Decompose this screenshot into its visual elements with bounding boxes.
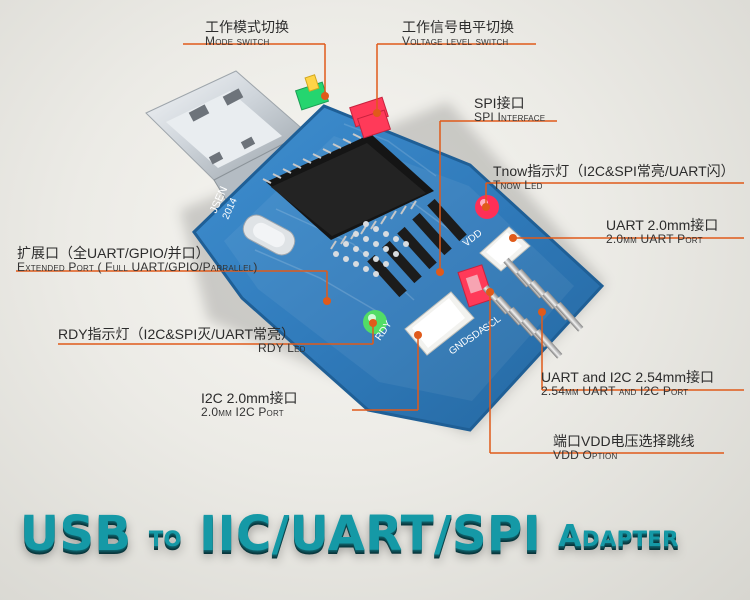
- extended-port-label: 扩展口（全UART/GPIO/并口） Extended Port ( Full …: [17, 245, 258, 275]
- uart-2mm-zh: UART 2.0mm接口: [606, 217, 719, 233]
- spi-header: [367, 198, 467, 298]
- spi-interface-zh: SPI接口: [474, 95, 525, 111]
- spi-interface-en: SPI Interface: [474, 110, 546, 125]
- pcb-board: JSEN 2014 RDY GND SDA SCL VDD: [192, 74, 605, 432]
- tnow-led-en: Tnow Led: [493, 178, 543, 193]
- rdy-led-en: RDY Led: [258, 341, 306, 356]
- callout-lines: [16, 43, 744, 454]
- ic-pins: [262, 133, 417, 250]
- title-part-adapter: Adapter: [558, 519, 679, 554]
- title-part-usb: USB: [20, 506, 132, 562]
- voltage-switch-zh: 工作信号电平切换: [402, 19, 514, 35]
- uart-i2c-254-zh: UART and I2C 2.54mm接口: [541, 369, 714, 385]
- i2c-2mm-connector: [404, 291, 475, 356]
- vdd-jumper: [457, 264, 494, 308]
- i2c-2mm-en: 2.0mm I2C Port: [201, 405, 284, 420]
- spi-interface-label: SPI接口 SPI Interface: [474, 95, 546, 125]
- voltage-jumper: [349, 96, 392, 139]
- mode-jumper: [294, 74, 330, 111]
- uart-i2c-254-label: UART and I2C 2.54mm接口 2.54mm UART and I2…: [541, 369, 714, 399]
- uart-i2c-254-en: 2.54mm UART and I2C Port: [541, 384, 689, 399]
- uart-2mm-en: 2.0mm UART Port: [606, 232, 703, 247]
- title-part-to: to: [148, 519, 183, 554]
- uart-2mm-label: UART 2.0mm接口 2.0mm UART Port: [606, 217, 719, 247]
- callout-dots: [321, 92, 546, 339]
- mode-switch-en: Mode switch: [205, 34, 270, 49]
- tnow-led-zh: Tnow指示灯（I2C&SPI常亮/UART闪）: [493, 163, 735, 179]
- crystal-oscillator: [242, 214, 296, 256]
- rdy-led-zh: RDY指示灯（I2C&SPI灭/UART常亮）: [58, 326, 295, 342]
- main-ic: [266, 134, 434, 240]
- vdd-option-label: 端口VDD电压选择跳线 VDD Option: [553, 433, 695, 463]
- mode-switch-label: 工作模式切换 Mode switch: [205, 19, 289, 49]
- extended-port-en: Extended Port ( Full UART/GPIO/Parrallel…: [17, 260, 258, 275]
- voltage-switch-en: Voltage level switch: [402, 34, 509, 49]
- voltage-switch-label: 工作信号电平切换 Voltage level switch: [402, 19, 514, 49]
- vdd-option-en: VDD Option: [553, 448, 618, 463]
- title-part-interfaces: IIC/UART/SPI: [199, 506, 542, 562]
- page-title: USB to IIC/UART/SPI Adapter: [20, 510, 679, 558]
- vdd-option-zh: 端口VDD电压选择跳线: [553, 433, 695, 449]
- tnow-led-label: Tnow指示灯（I2C&SPI常亮/UART闪） Tnow Led: [493, 163, 735, 193]
- i2c-2mm-label: I2C 2.0mm接口 2.0mm I2C Port: [201, 390, 298, 420]
- extended-port-zh: 扩展口（全UART/GPIO/并口）: [17, 245, 210, 261]
- extended-port-holes: [333, 221, 409, 277]
- rdy-led-label: RDY指示灯（I2C&SPI灭/UART常亮） RDY Led: [58, 326, 306, 356]
- mode-switch-zh: 工作模式切换: [205, 19, 289, 35]
- i2c-2mm-zh: I2C 2.0mm接口: [201, 390, 298, 406]
